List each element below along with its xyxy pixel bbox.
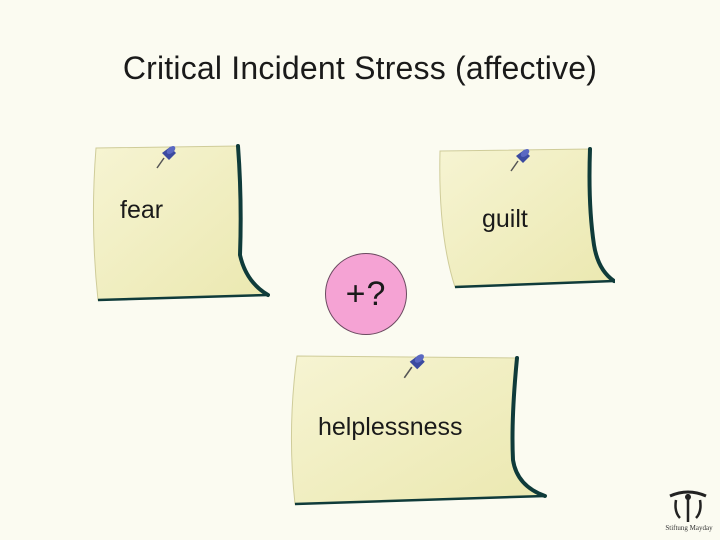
sticky-note-paper xyxy=(439,147,615,289)
sticky-note-helplessness: helplessness xyxy=(285,350,550,510)
logo-mark-icon xyxy=(669,490,707,522)
note-label: helplessness xyxy=(318,413,463,441)
sticky-note-paper xyxy=(290,355,547,506)
note-label: guilt xyxy=(482,205,528,233)
logo-caption: Stiftung Mayday xyxy=(665,524,713,532)
pushpin-icon xyxy=(510,149,530,172)
sticky-note-paper xyxy=(92,144,270,302)
badge-text: +? xyxy=(345,274,387,313)
sticky-note-fear: fear xyxy=(90,140,270,310)
note-label: fear xyxy=(120,196,164,224)
slide-title: Critical Incident Stress (affective) xyxy=(122,50,598,86)
question-badge: +? xyxy=(325,253,407,335)
sticky-note-guilt: guilt xyxy=(430,145,615,295)
pushpin-icon xyxy=(403,354,425,379)
pushpin-icon xyxy=(156,146,176,169)
